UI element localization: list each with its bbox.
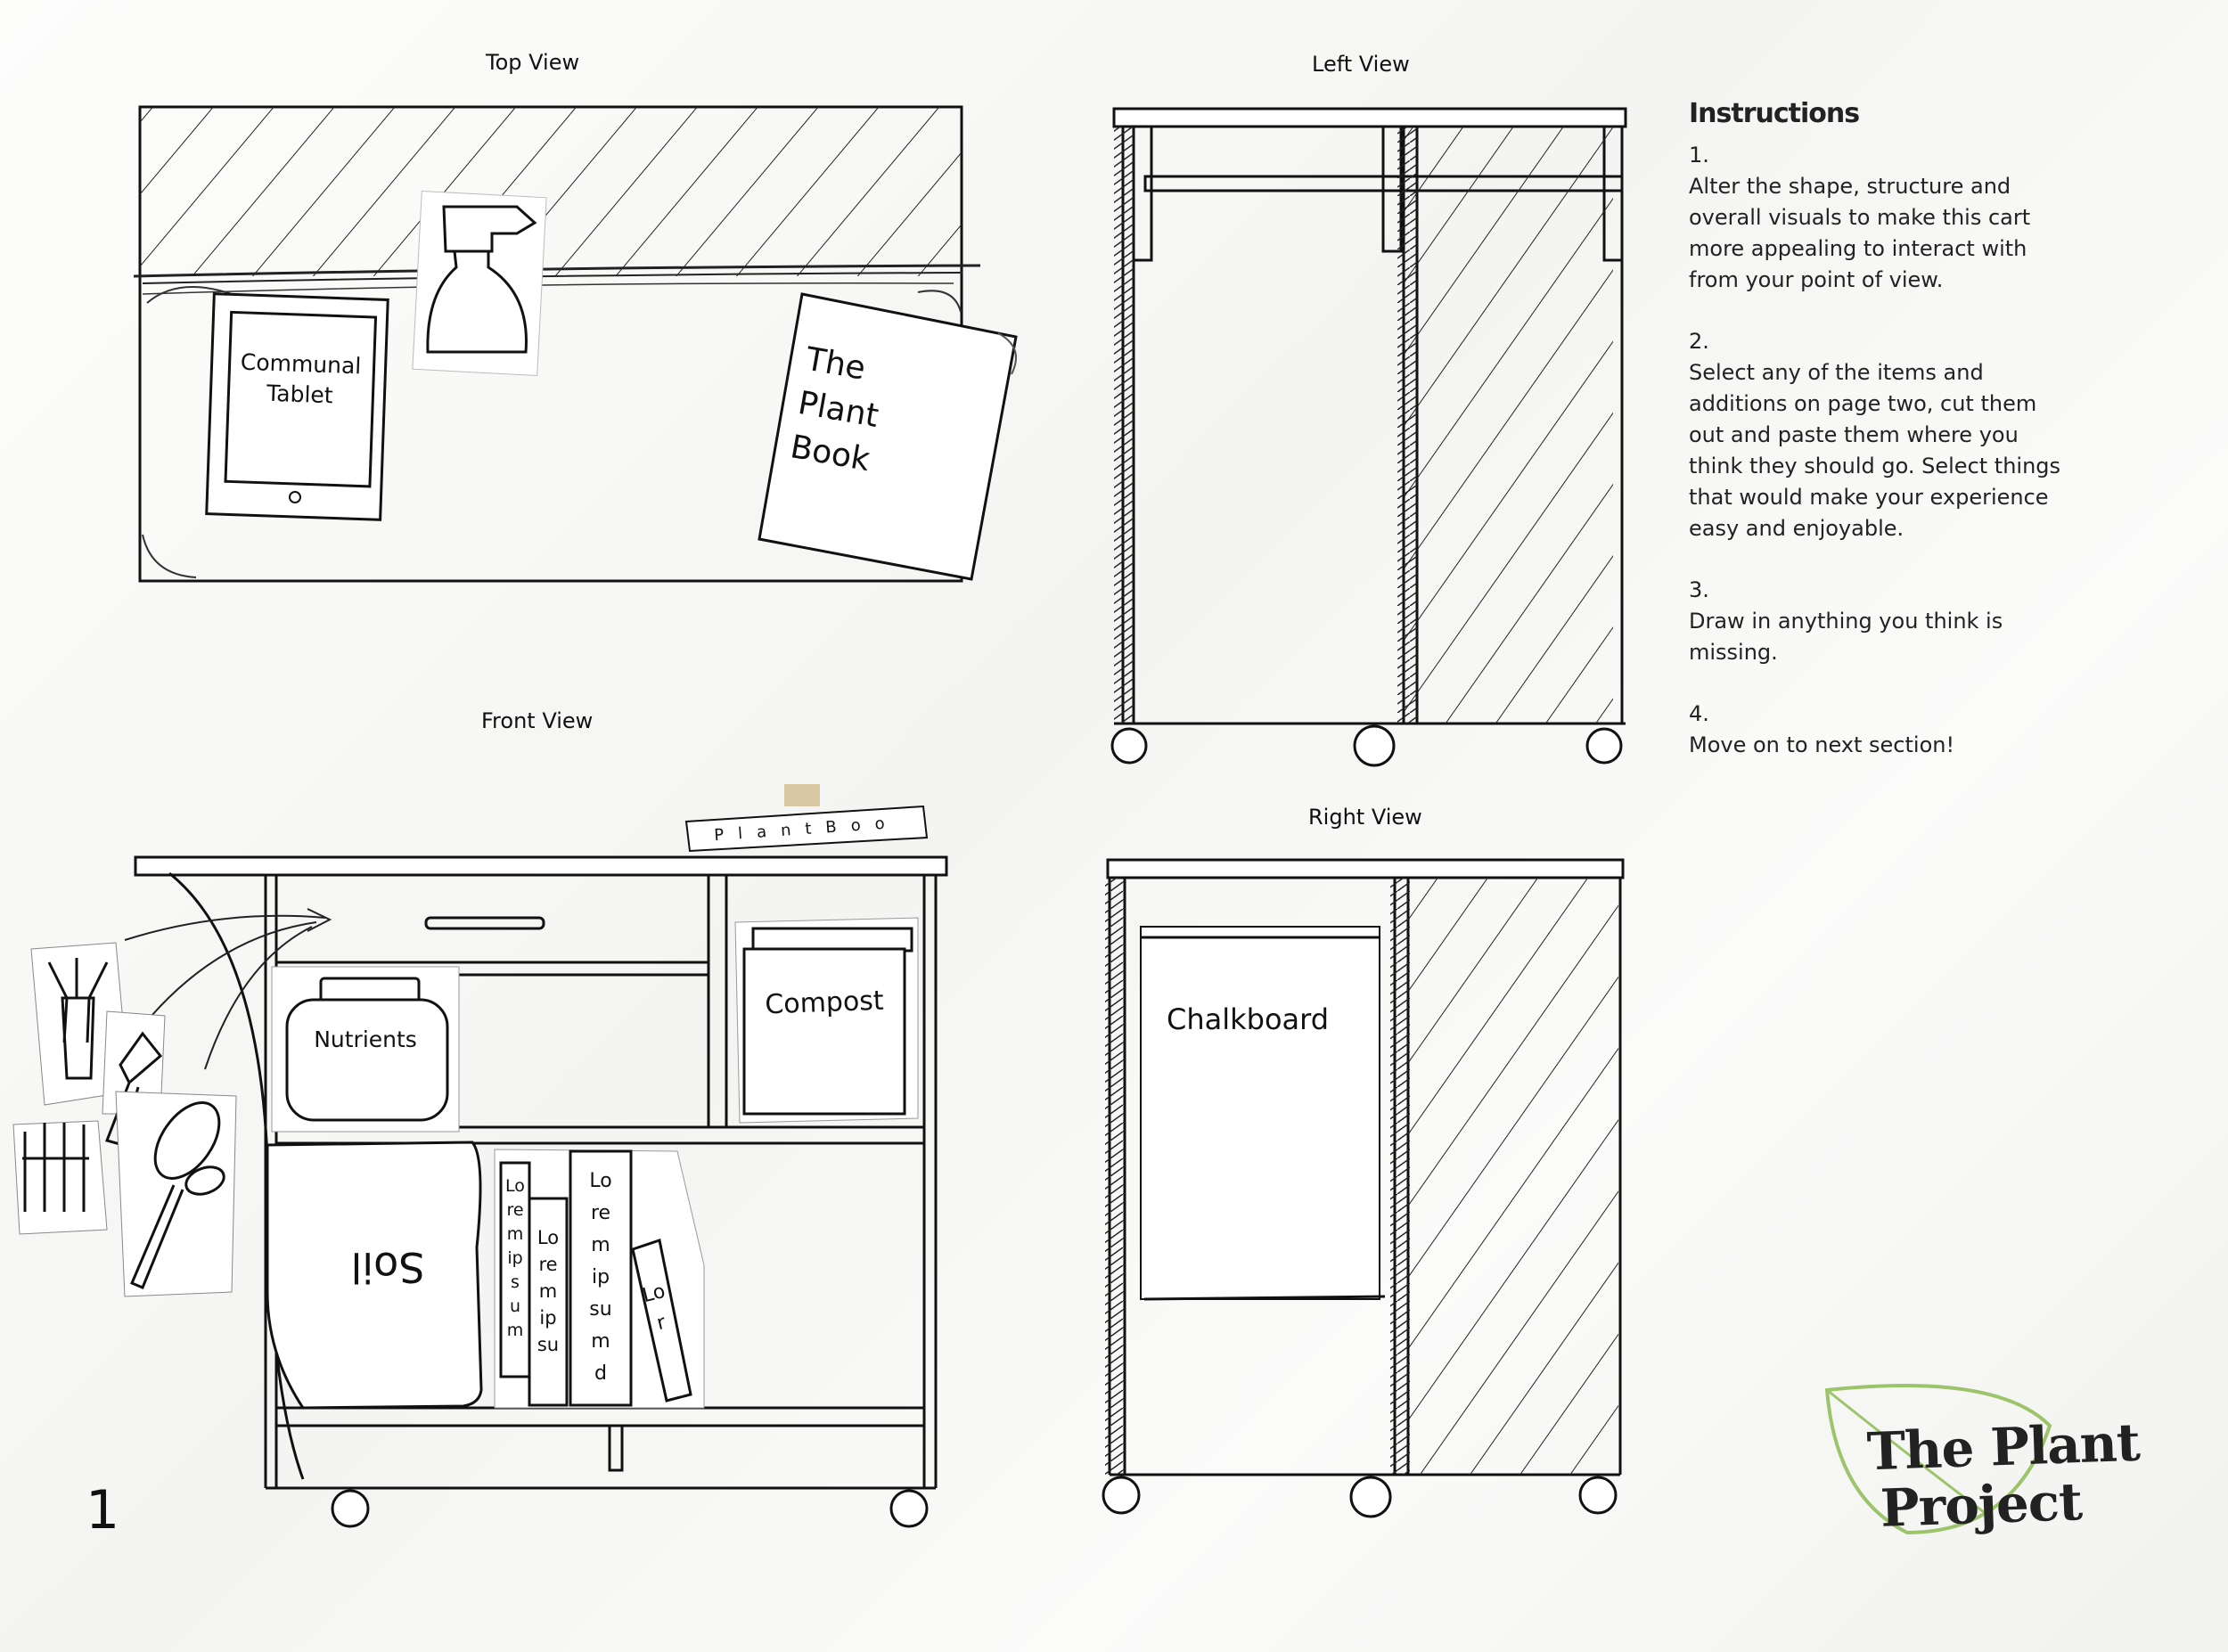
step-number: 3. xyxy=(1689,577,1709,602)
spray-bottle-cutout xyxy=(412,190,547,377)
plant-book-label: The Plant Book xyxy=(787,340,881,479)
instructions-panel: Instructions 1. Alter the shape, structu… xyxy=(1689,98,2063,791)
left-view-drawing xyxy=(1110,107,1627,767)
tablet-label: Communal Tablet xyxy=(240,348,362,409)
books-cutout xyxy=(494,1149,705,1409)
front-view-label: Front View xyxy=(481,708,594,733)
compost-box-cutout xyxy=(734,917,919,1124)
soil-bag-cutout xyxy=(266,1141,483,1410)
step-text: Alter the shape, structure and overall v… xyxy=(1689,174,2031,292)
nutrients-jar-cutout xyxy=(271,966,460,1133)
top-view-drawing xyxy=(133,105,981,583)
step-text: Draw in anything you think is missing. xyxy=(1689,609,2003,665)
instruction-step-3: 3. Draw in anything you think is missing… xyxy=(1689,575,2063,668)
instruction-step-1: 1. Alter the shape, structure and overal… xyxy=(1689,140,2063,296)
soil-label: Soil xyxy=(350,1243,425,1291)
nutrients-label: Nutrients xyxy=(314,1026,417,1052)
right-view-label: Right View xyxy=(1308,805,1422,830)
tablet-cutout xyxy=(205,292,389,521)
logo-line-2: Project xyxy=(1879,1471,2083,1539)
step-number: 4. xyxy=(1689,701,1709,726)
left-view-label: Left View xyxy=(1312,52,1410,77)
step-number: 1. xyxy=(1689,143,1709,168)
instructions-title: Instructions xyxy=(1689,98,1860,129)
top-view-label: Top View xyxy=(486,50,580,75)
garden-tools-cutouts xyxy=(12,942,237,1297)
book-3-label: Lo re m ip su m d xyxy=(589,1170,612,1385)
instruction-step-4: 4. Move on to next section! xyxy=(1689,699,2063,761)
instruction-step-2: 2. Select any of the items and additions… xyxy=(1689,326,2063,544)
chalkboard-label: Chalkboard xyxy=(1166,1002,1330,1036)
book-1-label: Lo re m ip s u m xyxy=(505,1176,525,1340)
book-spine-cutout xyxy=(684,784,929,853)
logo-line-1: The Plant xyxy=(1865,1411,2141,1483)
step-number: 2. xyxy=(1689,329,1709,354)
logo-leaf-icon xyxy=(1824,1384,2052,1535)
plant-book-cutout xyxy=(758,292,1018,581)
page-number: 1 xyxy=(86,1479,120,1542)
step-text: Select any of the items and additions on… xyxy=(1689,360,2061,541)
book-2-label: Lo re m ip su xyxy=(537,1227,560,1355)
step-text: Move on to next section! xyxy=(1689,732,1955,757)
right-view-drawing xyxy=(1102,858,1625,1518)
compost-label: Compost xyxy=(764,985,885,1021)
